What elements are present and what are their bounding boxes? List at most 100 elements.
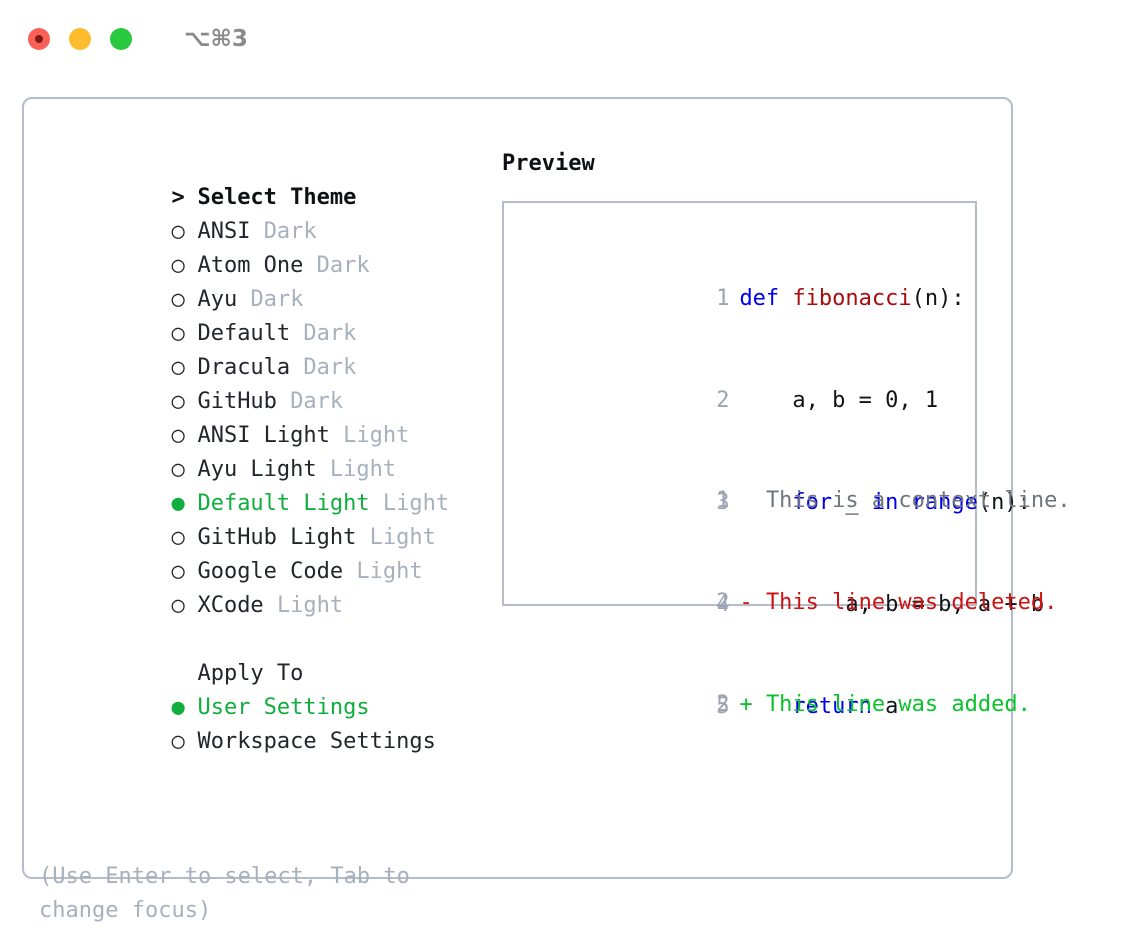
code-line: 2 a, b = 0, 1	[518, 350, 969, 452]
theme-mode-tag: Light	[382, 491, 450, 516]
code-token: in	[871, 490, 899, 515]
maximize-button[interactable]	[110, 28, 132, 50]
apply-to-title: Apply To	[197, 661, 304, 686]
keyboard-shortcut-label: ⌥⌘3	[184, 26, 248, 52]
apply-to-option-user-settings[interactable]: ● User Settings	[39, 657, 489, 720]
theme-label: Atom One	[197, 253, 304, 278]
diff-sign: -	[739, 590, 766, 615]
theme-mode-tag: Dark	[303, 355, 357, 380]
radio-unselected-icon[interactable]: ○	[171, 219, 198, 244]
code-token: (n):	[977, 490, 1031, 515]
code-token: for	[792, 490, 833, 515]
radio-unselected-icon[interactable]: ○	[171, 525, 198, 550]
theme-label: GitHub	[197, 389, 277, 414]
theme-mode-tag: Light	[369, 525, 436, 550]
radio-unselected-icon[interactable]: ○	[171, 389, 198, 414]
radio-unselected-icon[interactable]: ○	[171, 423, 198, 448]
theme-option-default-light[interactable]: ● Default Light Light	[39, 453, 489, 516]
radio-unselected-icon[interactable]: ○	[171, 593, 198, 618]
diff-sign: +	[739, 692, 766, 717]
theme-option-atom-one-dark[interactable]: ○ Atom One Dark	[39, 215, 489, 278]
code-token: return	[792, 694, 872, 719]
theme-option-ayu-light[interactable]: ○ Ayu Light Light	[39, 419, 489, 482]
radio-unselected-icon[interactable]: ○	[171, 253, 198, 278]
theme-label: ANSI Light	[197, 423, 330, 448]
code-line: 1 def fibonacci(n):	[518, 248, 969, 350]
line-number: 1	[716, 488, 730, 513]
diff-text: This is a context line.	[765, 488, 1071, 513]
theme-option-ayu-dark[interactable]: ○ Ayu Dark	[39, 249, 489, 312]
radio-unselected-icon[interactable]: ○	[171, 321, 198, 346]
theme-mode-tag: Light	[343, 423, 410, 448]
theme-option-dracula-dark[interactable]: ○ Dracula Dark	[39, 317, 489, 380]
diff-text: This line was added.	[765, 692, 1031, 717]
theme-label: Ayu Light	[197, 457, 317, 482]
theme-option-ansi-light[interactable]: ○ ANSI Light Light	[39, 385, 489, 448]
theme-picker-pane: > Select Theme ○ ANSI Dark ○ Atom One Da…	[39, 147, 489, 754]
diff-line-deleted: 2- This line was deleted.	[518, 552, 1057, 654]
line-number: 4	[716, 592, 730, 617]
line-number: 2	[716, 692, 730, 717]
theme-label: XCode	[197, 593, 264, 618]
theme-option-xcode[interactable]: ○ XCode Light	[39, 555, 489, 618]
code-token: def	[739, 286, 793, 311]
diff-sign	[739, 488, 766, 513]
theme-label: Ayu	[197, 287, 238, 312]
theme-label: GitHub Light	[197, 525, 357, 550]
dialog-card: > Select Theme ○ ANSI Dark ○ Atom One Da…	[22, 97, 1071, 923]
line-number: 2	[716, 590, 730, 615]
radio-selected-icon[interactable]: ●	[171, 491, 198, 516]
radio-selected-icon[interactable]: ●	[171, 695, 198, 720]
preview-title: Preview	[502, 151, 595, 176]
radio-unselected-icon[interactable]: ○	[171, 355, 198, 380]
theme-option-google-code[interactable]: ○ Google Code Light	[39, 521, 489, 584]
minimize-button[interactable]	[69, 28, 91, 50]
theme-option-github-dark[interactable]: ○ GitHub Dark	[39, 351, 489, 414]
line-number: 2	[716, 388, 730, 413]
code-token: a, b = b, a + b	[739, 592, 1045, 617]
theme-label: Google Code	[197, 559, 344, 584]
diff-line-context: 1 This is a context line.	[518, 450, 1070, 552]
code-token: a	[871, 694, 899, 719]
window-controls	[28, 28, 132, 50]
line-number: 1	[716, 286, 730, 311]
apply-to-label: User Settings	[197, 695, 370, 720]
theme-label: Dracula	[197, 355, 291, 380]
code-token: a, b = 0, 1	[739, 388, 939, 413]
code-line: 4 a, b = b, a + b	[518, 554, 1044, 656]
theme-label: ANSI	[197, 219, 251, 244]
apply-to-label: Workspace Settings	[197, 729, 436, 754]
apply-to-option-workspace-settings[interactable]: ○ Workspace Settings	[39, 691, 489, 754]
code-line: 3 for _ in range(n):	[518, 452, 1031, 554]
code-token: range	[911, 490, 978, 515]
close-button[interactable]	[28, 28, 50, 50]
theme-mode-tag: Dark	[316, 253, 370, 278]
theme-option-default-dark[interactable]: ○ Default Dark	[39, 283, 489, 346]
theme-mode-tag: Dark	[250, 287, 304, 312]
radio-unselected-icon[interactable]: ○	[171, 457, 198, 482]
line-number: 5	[716, 694, 730, 719]
theme-mode-tag: Dark	[303, 321, 357, 346]
radio-unselected-icon[interactable]: ○	[171, 729, 198, 754]
theme-option-ansi-dark[interactable]: ○ ANSI Dark	[39, 181, 489, 244]
diff-text: This line was deleted.	[765, 590, 1058, 615]
diff-line-added: 2 + This line was added.	[518, 654, 1031, 756]
theme-mode-tag: Light	[356, 559, 423, 584]
theme-option-github-light[interactable]: ○ GitHub Light Light	[39, 487, 489, 550]
line-number: 3	[716, 490, 730, 515]
theme-mode-tag: Dark	[290, 389, 344, 414]
radio-unselected-icon[interactable]: ○	[171, 287, 198, 312]
apply-to-indent	[171, 657, 197, 691]
theme-label: Default	[197, 321, 291, 346]
code-token: _	[832, 490, 872, 515]
diff-sample: 1 This is a context line. 2- This line w…	[518, 450, 1070, 756]
title-bar: ⌥⌘3	[0, 0, 1140, 78]
code-token: fibonacci	[792, 286, 912, 311]
code-token: (n):	[911, 286, 965, 311]
select-theme-title: Select Theme	[197, 185, 357, 210]
radio-unselected-icon[interactable]: ○	[171, 559, 198, 584]
select-theme-header: > Select Theme	[39, 147, 489, 210]
keyboard-hint-text: (Use Enter to select, Tab to change focu…	[39, 864, 424, 923]
